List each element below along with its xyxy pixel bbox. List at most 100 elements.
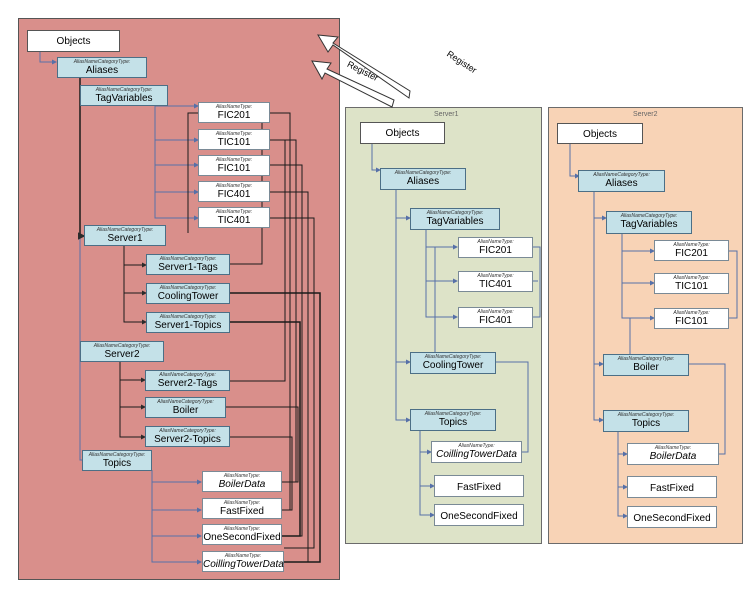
node-name-label: Server2-Tags xyxy=(157,378,218,389)
node-name-label: FIC101 xyxy=(217,163,251,174)
node-name-label: Server2-Topics xyxy=(154,434,221,445)
s1-tic401-node[interactable]: AliasNameType: TIC401 xyxy=(458,271,533,292)
s2-fastfixed-node[interactable]: FastFixed xyxy=(627,476,717,498)
agg-aliases-node[interactable]: AliasNameCategoryType: Aliases xyxy=(57,57,147,78)
agg-server1-node[interactable]: AliasNameCategoryType: Server1 xyxy=(84,225,166,246)
s1-objects-node[interactable]: Objects xyxy=(360,122,445,144)
node-name-label: OneSecondFixed xyxy=(203,532,281,543)
s1-fic201-node[interactable]: AliasNameType: FIC201 xyxy=(458,237,533,258)
s2-aliases-node[interactable]: AliasNameCategoryType: Aliases xyxy=(578,170,665,192)
agg-coillingtowerdata-node[interactable]: AliasNameType: CoillingTowerData xyxy=(202,551,284,572)
agg-tic101-node[interactable]: AliasNameType: TIC101 xyxy=(198,129,270,150)
node-name-label: CoolingTower xyxy=(157,291,219,302)
s1-tagvariables-node[interactable]: AliasNameCategoryType: TagVariables xyxy=(410,208,500,230)
s2-objects-node[interactable]: Objects xyxy=(557,123,643,144)
node-type-label: AliasNameType: xyxy=(673,275,710,281)
node-name-label: Boiler xyxy=(172,405,199,416)
node-type-label: AliasNameCategoryType: xyxy=(620,213,678,219)
node-type-label: AliasNameCategoryType: xyxy=(424,354,482,360)
node-type-label: AliasNameType: xyxy=(215,209,253,215)
node-type-label: AliasNameType: xyxy=(477,309,514,315)
s2-boiler-node[interactable]: AliasNameCategoryType: Boiler xyxy=(603,354,689,376)
agg-tagvariables-node[interactable]: AliasNameCategoryType: TagVariables xyxy=(80,85,168,106)
agg-server2-topics-node[interactable]: AliasNameCategoryType: Server2-Topics xyxy=(145,426,230,447)
node-name-label: TagVariables xyxy=(95,93,153,104)
node-name-label: OneSecondFixed xyxy=(440,511,518,522)
server1-panel-title: Server1 xyxy=(434,111,459,118)
node-name-label: CoolingTower xyxy=(422,360,484,371)
node-name-label: Objects xyxy=(385,128,420,139)
node-type-label: AliasNameCategoryType: xyxy=(159,428,216,434)
node-type-label: AliasNameType: xyxy=(673,242,710,248)
s2-fic201-node[interactable]: AliasNameType: FIC201 xyxy=(654,240,729,261)
agg-boiler-node[interactable]: AliasNameCategoryType: Boiler xyxy=(145,397,226,418)
node-type-label: AliasNameCategoryType: xyxy=(159,372,216,378)
s2-topics-node[interactable]: AliasNameCategoryType: Topics xyxy=(603,410,689,432)
node-type-label: AliasNameType: xyxy=(224,553,262,559)
node-name-label: Aliases xyxy=(605,178,638,189)
node-name-label: Server1 xyxy=(107,233,143,244)
node-name-label: CoillingTowerData xyxy=(436,449,517,460)
agg-fic101-node[interactable]: AliasNameType: FIC101 xyxy=(198,155,270,176)
s2-onesecondfixed-node[interactable]: OneSecondFixed xyxy=(627,506,717,528)
agg-coolingtower-node[interactable]: AliasNameCategoryType: CoolingTower xyxy=(146,283,230,304)
agg-boilerdata-node[interactable]: AliasNameType: BoilerData xyxy=(202,471,282,492)
s1-fastfixed-node[interactable]: FastFixed xyxy=(434,475,524,497)
s1-coillingtowerdata-node[interactable]: AliasNameType: CoillingTowerData xyxy=(431,441,522,463)
s2-tagvariables-node[interactable]: AliasNameCategoryType: TagVariables xyxy=(606,211,692,234)
agg-fic401-node[interactable]: AliasNameType: FIC401 xyxy=(198,181,270,202)
agg-tic401-node[interactable]: AliasNameType: TIC401 xyxy=(198,207,270,228)
node-name-label: Aliases xyxy=(406,176,440,187)
node-type-label: AliasNameCategoryType: xyxy=(73,59,131,65)
node-name-label: FIC201 xyxy=(479,245,512,256)
s1-fic401-node[interactable]: AliasNameType: FIC401 xyxy=(458,307,533,328)
agg-topics-node[interactable]: AliasNameCategoryType: Topics xyxy=(82,450,152,471)
node-type-label: AliasNameCategoryType: xyxy=(96,227,154,233)
node-type-label: AliasNameType: xyxy=(215,131,253,137)
s2-tic101-node[interactable]: AliasNameType: TIC101 xyxy=(654,273,729,294)
agg-objects-label: Objects xyxy=(56,36,91,47)
node-name-label: TIC401 xyxy=(479,279,512,290)
node-name-label: FIC201 xyxy=(675,248,708,259)
agg-server2-tags-node[interactable]: AliasNameCategoryType: Server2-Tags xyxy=(145,370,230,391)
node-type-label: AliasNameType: xyxy=(223,526,261,532)
node-type-label: AliasNameType: xyxy=(223,473,261,479)
agg-objects-node[interactable]: Objects xyxy=(27,30,120,52)
agg-fic201-node[interactable]: AliasNameType: FIC201 xyxy=(198,102,270,123)
node-name-label: FIC101 xyxy=(675,316,708,327)
s1-aliases-node[interactable]: AliasNameCategoryType: Aliases xyxy=(380,168,466,190)
node-type-label: AliasNameCategoryType: xyxy=(159,256,217,262)
node-name-label: OneSecondFixed xyxy=(633,513,711,524)
node-type-label: AliasNameType: xyxy=(215,104,253,110)
s1-coolingtower-node[interactable]: AliasNameCategoryType: CoolingTower xyxy=(410,352,496,374)
register-label-upper: Register xyxy=(444,48,479,76)
s1-onesecondfixed-node[interactable]: OneSecondFixed xyxy=(434,504,524,526)
node-type-label: AliasNameCategoryType: xyxy=(617,356,675,362)
agg-server2-node[interactable]: AliasNameCategoryType: Server2 xyxy=(80,341,164,362)
agg-server1-tags-node[interactable]: AliasNameCategoryType: Server1-Tags xyxy=(146,254,230,275)
agg-server1-topics-node[interactable]: AliasNameCategoryType: Server1-Topics xyxy=(146,312,230,333)
node-type-label: AliasNameType: xyxy=(477,239,514,245)
node-name-label: Topics xyxy=(631,418,661,429)
node-name-label: TagVariables xyxy=(620,219,678,230)
node-name-label: FastFixed xyxy=(220,506,264,517)
node-name-label: Aliases xyxy=(85,65,119,76)
node-type-label: AliasNameCategoryType: xyxy=(88,452,146,458)
agg-onesecondfixed-node[interactable]: AliasNameType: OneSecondFixed xyxy=(202,524,282,545)
s2-fic101-node[interactable]: AliasNameType: FIC101 xyxy=(654,308,729,329)
node-type-label: AliasNameType: xyxy=(223,500,261,506)
node-type-label: AliasNameCategoryType: xyxy=(426,210,484,216)
s1-topics-node[interactable]: AliasNameCategoryType: Topics xyxy=(410,409,496,431)
agg-fastfixed-node[interactable]: AliasNameType: FastFixed xyxy=(202,498,282,519)
s2-boilerdata-node[interactable]: AliasNameType: BoilerData xyxy=(627,443,719,465)
node-type-label: AliasNameCategoryType: xyxy=(394,170,452,176)
node-name-label: Topics xyxy=(438,417,468,428)
node-type-label: AliasNameCategoryType: xyxy=(159,285,217,291)
node-type-label: AliasNameCategoryType: xyxy=(617,412,675,418)
node-type-label: AliasNameType: xyxy=(673,310,710,316)
node-name-label: TIC101 xyxy=(675,281,708,292)
node-type-label: AliasNameType: xyxy=(477,273,514,279)
node-name-label: Boiler xyxy=(633,362,659,373)
node-name-label: Server1-Topics xyxy=(154,320,222,331)
node-name-label: FIC401 xyxy=(217,189,251,200)
